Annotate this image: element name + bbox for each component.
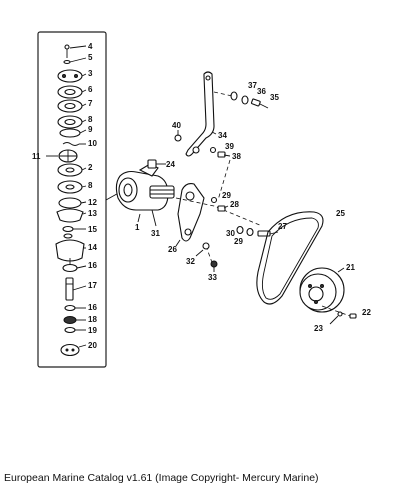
callout-13: 13: [88, 209, 97, 218]
callout-29a: 29: [222, 191, 231, 200]
callout-33: 33: [208, 273, 217, 282]
callout-21: 21: [346, 263, 355, 272]
callout-38: 38: [232, 152, 241, 161]
callout-40: 40: [172, 121, 181, 130]
left-part-stack: [46, 44, 87, 357]
callout-14: 14: [88, 243, 97, 252]
callout-25: 25: [336, 209, 345, 218]
callout-27: 27: [278, 222, 287, 231]
callout-4: 4: [88, 42, 93, 51]
callout-16b: 16: [88, 303, 97, 312]
callout-8: 8: [88, 115, 93, 124]
callout-labels: 4 5 3 6 7 8 9 10 11 2 8 12 13 15 14 16 1…: [32, 42, 371, 350]
callout-29b: 29: [234, 237, 243, 246]
drive-belt: [256, 211, 324, 305]
fitting-24: [147, 159, 166, 169]
image-caption: European Marine Catalog v1.61 (Image Cop…: [4, 472, 319, 484]
callout-19: 19: [88, 326, 97, 335]
pulley-hardware: [321, 305, 357, 325]
callout-16: 16: [88, 261, 97, 270]
callout-37: 37: [248, 81, 257, 90]
callout-20: 20: [88, 341, 97, 350]
callout-34: 34: [218, 131, 227, 140]
callout-39: 39: [225, 142, 234, 151]
callout-18: 18: [88, 315, 97, 324]
callout-36: 36: [257, 87, 266, 96]
adjusting-arm: [185, 71, 217, 157]
callout-15: 15: [88, 225, 97, 234]
callout-7: 7: [88, 99, 93, 108]
callout-17: 17: [88, 281, 97, 290]
callout-12: 12: [88, 198, 97, 207]
callout-26: 26: [168, 245, 177, 254]
callout-32: 32: [186, 257, 195, 266]
power-steering-pump: [115, 163, 175, 227]
hardware-35-36-37: [213, 91, 269, 109]
callout-22: 22: [362, 308, 371, 317]
callout-6: 6: [88, 85, 93, 94]
callout-23: 23: [314, 324, 323, 333]
mounting-bracket: [175, 183, 205, 247]
callout-1: 1: [135, 223, 140, 232]
callout-10: 10: [88, 139, 97, 148]
hardware-38-39-40: [174, 130, 231, 158]
callout-2: 2: [88, 163, 93, 172]
callout-30: 30: [226, 229, 235, 238]
callout-28: 28: [230, 200, 239, 209]
callout-5: 5: [88, 53, 93, 62]
callout-8b: 8: [88, 181, 93, 190]
callout-11: 11: [32, 152, 41, 161]
callout-24: 24: [166, 160, 175, 169]
callout-35: 35: [270, 93, 279, 102]
pulley: [299, 267, 345, 313]
hardware-28-29: [210, 196, 229, 212]
callout-3: 3: [88, 69, 93, 78]
callout-9: 9: [88, 125, 93, 134]
bolts-32-33: [195, 242, 218, 272]
callout-31: 31: [151, 229, 160, 238]
